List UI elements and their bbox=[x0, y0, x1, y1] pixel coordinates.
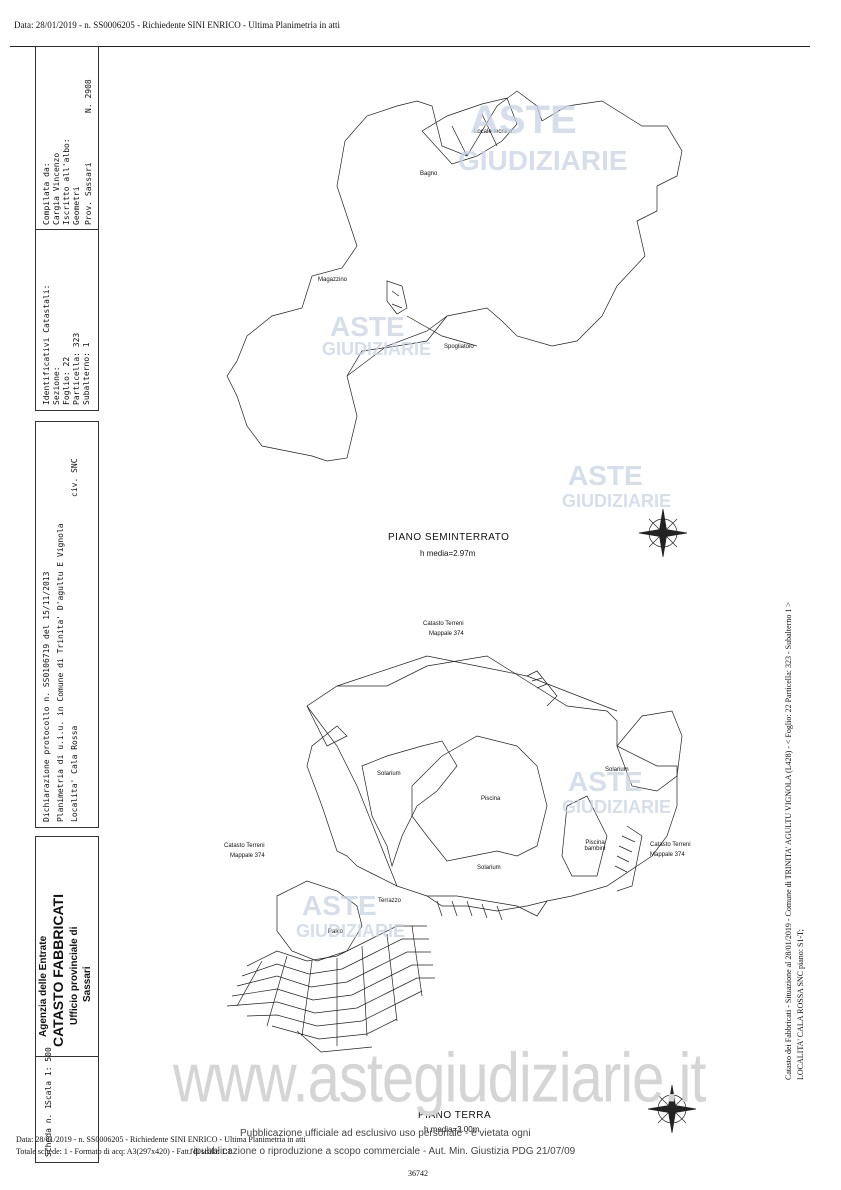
compilata-line-1: Compilata da: bbox=[42, 162, 51, 225]
amphitheatre-rows bbox=[226, 925, 435, 1053]
terrazzo-area bbox=[427, 895, 548, 921]
label-catasto-terreni-left: Catasto Terreni bbox=[224, 843, 265, 849]
label-locale-tecnico: Locale tecnico bbox=[474, 129, 513, 135]
publication-line-2: ripubblicazione o riproduzione a scopo c… bbox=[190, 1146, 576, 1157]
label-mappale-left: Mappale 374 bbox=[230, 853, 265, 859]
palco-outline bbox=[276, 880, 363, 962]
watermark-giudiziarie-4: GIUDIZIARIE bbox=[562, 797, 672, 817]
stairs-top bbox=[526, 670, 558, 707]
spogliatoio-line bbox=[406, 315, 478, 347]
watermark-giudiziarie-2: GIUDIZIARIE bbox=[322, 339, 432, 359]
compilata-line-3: Iscritto all'albo: bbox=[62, 138, 71, 225]
dichiarazione-box: Dichiarazione protocollo n. SS0106719 de… bbox=[35, 421, 99, 828]
planimetria-text: Planimetria di u.i.u. in Comune di Trini… bbox=[56, 523, 65, 822]
terra-title: PIANO TERRA bbox=[418, 1110, 492, 1121]
identificativi-line-4: Particella: 323 bbox=[72, 332, 81, 405]
label-terrazzo: Terrazzo bbox=[378, 898, 402, 904]
identificativi-line-1: Identificativi Catastali: bbox=[42, 284, 51, 405]
seminterrato-rooms bbox=[421, 97, 518, 165]
label-solarium-left: Solarium bbox=[377, 771, 401, 777]
sassari-text: Sassari bbox=[82, 966, 93, 1002]
right-vertical-line-2: LOCALITA' CALA ROSSA SNC piano: S1-T; bbox=[796, 929, 805, 1080]
compass-rose-1 bbox=[638, 508, 688, 558]
seminterrato-subtitle: h media=2.97m bbox=[420, 549, 476, 558]
dichiarazione-text: Dichiarazione protocollo n. SS0106719 de… bbox=[42, 571, 51, 822]
label-spogliatoio: Spogliatoio bbox=[444, 344, 474, 350]
terra-subtitle: h media=3.00m bbox=[424, 1125, 480, 1134]
floor-plan-drawing bbox=[226, 90, 697, 1134]
prov-number: N. 2908 bbox=[84, 79, 93, 113]
scala-text: Scala 1: 500 bbox=[44, 1047, 53, 1105]
watermark-site: www.astegiudiziarie.it bbox=[173, 1039, 706, 1118]
solarium-upper-left bbox=[361, 740, 458, 868]
watermark-giudiziarie-3: GIUDIZIARIE bbox=[562, 491, 672, 511]
label-solarium-bottom: Solarium bbox=[477, 865, 501, 871]
solarium-right bbox=[616, 710, 683, 792]
watermark-aste-3: ASTE bbox=[568, 460, 643, 491]
prov-label: Prov. Sassari bbox=[84, 162, 93, 225]
watermark-aste-2: ASTE bbox=[330, 311, 405, 342]
compilata-line-2: Cargia Vincenzo bbox=[52, 152, 61, 225]
label-catasto-terreni-top: Catasto Terreni bbox=[423, 621, 464, 627]
label-mappale-right: Mappale 374 bbox=[650, 852, 685, 858]
agenzia-text: Agenzia delle Entrate bbox=[38, 935, 49, 1037]
seminterrato-title: PIANO SEMINTERRATO bbox=[388, 532, 510, 543]
right-vertical-line-1: Catasto dei Fabbricati - Situazione al 2… bbox=[784, 602, 793, 1080]
label-catasto-terreni-right: Catasto Terreni bbox=[650, 842, 691, 848]
identificativi-line-5: Subalterno: 1 bbox=[82, 342, 91, 405]
stairs-right bbox=[614, 825, 643, 892]
identificativi-box: Identificativi Catastali: Sezione: Fogli… bbox=[35, 229, 99, 411]
watermark-giudiziarie-1: GIUDIZIARIE bbox=[458, 145, 628, 176]
top-rule bbox=[10, 46, 810, 47]
label-bagno: Bagno bbox=[420, 171, 438, 177]
terra-boundary-line bbox=[306, 655, 618, 887]
seminterrato-small-rooms bbox=[386, 280, 408, 315]
label-piscina: Piscina bbox=[481, 796, 501, 802]
watermark-giudiziarie-5: GIUDIZIARIE bbox=[296, 921, 406, 941]
label-piscina-bambini: Piscina bambini bbox=[584, 840, 606, 852]
compass-rose-2 bbox=[647, 1084, 697, 1134]
terra-outer-boundary bbox=[306, 655, 678, 912]
footer-line-1: Data: 28/01/2019 - n. SS0006205 - Richie… bbox=[16, 1135, 306, 1144]
footer-page-number: 36742 bbox=[408, 1169, 428, 1178]
label-magazzino: Magazzino bbox=[318, 277, 348, 283]
agenzia-box: Agenzia delle Entrate CATASTO FABBRICATI… bbox=[35, 836, 99, 1058]
watermark-aste-5: ASTE bbox=[302, 890, 377, 921]
amphitheatre-radial-lines bbox=[236, 925, 423, 1046]
label-mappale-top: Mappale 374 bbox=[429, 631, 464, 637]
identificativi-line-2: Sezione: bbox=[52, 366, 61, 405]
ufficio-text: Ufficio provinciale di bbox=[69, 926, 80, 1025]
compilata-line-4: Geometri bbox=[72, 186, 81, 225]
label-palco: Palco bbox=[328, 929, 344, 935]
header-text: Data: 28/01/2019 - n. SS0006205 - Richie… bbox=[14, 20, 340, 30]
identificativi-line-3: Foglio: 22 bbox=[62, 356, 71, 405]
compilata-box: Compilata da: Cargia Vincenzo Iscritto a… bbox=[35, 46, 99, 231]
watermark-aste-4: ASTE bbox=[568, 766, 643, 797]
footer-line-2: Totale schede: 1 - Formato di acq: A3(29… bbox=[16, 1147, 232, 1156]
publication-line-1: Pubblicazione ufficiale ad esclusivo uso… bbox=[240, 1128, 531, 1139]
piscina-outline bbox=[411, 735, 548, 862]
watermark-aste-1: ASTE bbox=[470, 98, 577, 142]
seminterrato-outline bbox=[226, 90, 683, 462]
civ-text: civ. SNC bbox=[70, 458, 79, 497]
left-panel: Compilata da: Cargia Vincenzo Iscritto a… bbox=[35, 46, 99, 1163]
label-solarium-right: Solarium bbox=[605, 767, 629, 773]
catasto-title: CATASTO FABBRICATI bbox=[50, 894, 66, 1047]
localita-text: Localita' Cala Rossa bbox=[70, 725, 79, 822]
scheda-box: Scheda n. 1 Scala 1: 500 bbox=[35, 1047, 99, 1163]
seminterrato-inner-line bbox=[346, 315, 448, 377]
piscina-bambini-outline bbox=[561, 795, 608, 877]
